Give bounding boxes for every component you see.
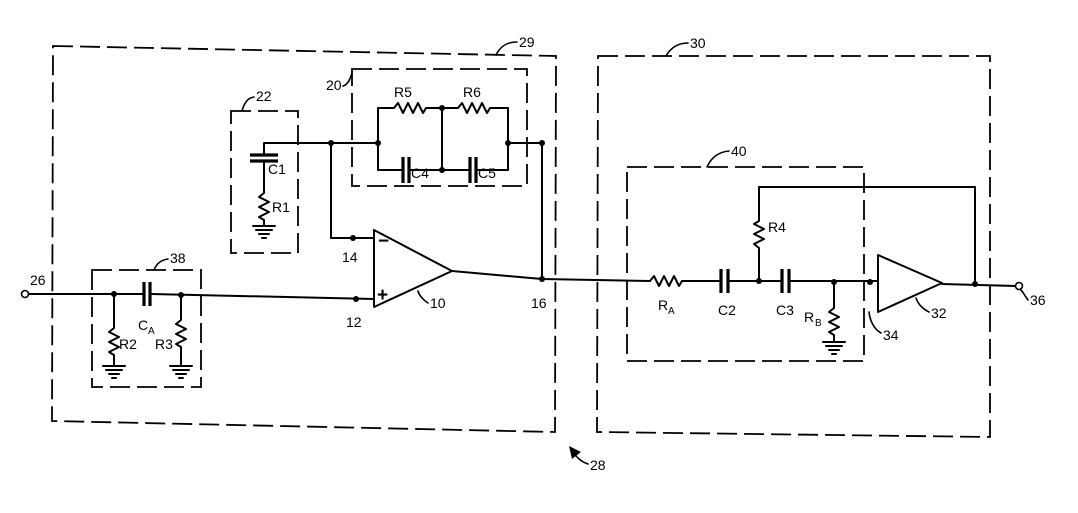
leader-30 bbox=[665, 42, 689, 57]
block-22-outline bbox=[230, 110, 299, 254]
label-rb: R bbox=[804, 309, 814, 325]
label-16: 16 bbox=[531, 295, 547, 311]
c5-capacitor bbox=[468, 157, 478, 183]
output-terminal[interactable] bbox=[1014, 281, 1024, 291]
c3-capacitor bbox=[780, 269, 791, 293]
label-r5: R5 bbox=[394, 84, 412, 100]
label-38: 38 bbox=[170, 250, 186, 266]
label-r3: R3 bbox=[155, 336, 173, 352]
plus-sign: + bbox=[377, 285, 388, 306]
node-14 bbox=[350, 235, 356, 241]
r3-resistor bbox=[175, 294, 187, 367]
r5-resistor bbox=[377, 102, 443, 114]
ground-r2-icon bbox=[102, 365, 126, 379]
block-30-outline bbox=[596, 55, 991, 438]
label-ca: C bbox=[138, 317, 148, 333]
input-wire-right bbox=[150, 293, 375, 300]
leader-10 bbox=[417, 290, 429, 304]
r4-resistor bbox=[753, 186, 765, 282]
c2-capacitor bbox=[719, 269, 730, 293]
leader-34 bbox=[868, 311, 882, 334]
label-c5: C5 bbox=[478, 165, 496, 181]
ground-r1-icon bbox=[252, 225, 276, 239]
op-amp-output-wire bbox=[451, 270, 651, 282]
output-wire bbox=[941, 283, 1017, 287]
label-14: 14 bbox=[342, 249, 358, 265]
label-28: 28 bbox=[590, 457, 606, 473]
node-12 bbox=[353, 296, 359, 302]
ra-resistor bbox=[649, 275, 720, 287]
label-34: 34 bbox=[883, 327, 899, 343]
block-20-outline bbox=[351, 68, 528, 187]
leader-32 bbox=[915, 297, 930, 313]
label-29: 29 bbox=[519, 34, 535, 50]
label-26: 26 bbox=[30, 272, 46, 288]
r4-feedback-wire bbox=[758, 186, 976, 285]
label-c2: C2 bbox=[718, 302, 736, 318]
r2-resistor bbox=[108, 293, 120, 367]
ca-capacitor bbox=[142, 282, 152, 306]
label-40: 40 bbox=[731, 143, 747, 159]
label-c1: C1 bbox=[268, 161, 286, 177]
leader-29 bbox=[495, 41, 518, 56]
label-r2: R2 bbox=[119, 336, 137, 352]
label-ra: R bbox=[658, 297, 668, 313]
block-29-outline bbox=[51, 45, 557, 433]
label-10: 10 bbox=[430, 295, 446, 311]
arrowhead-28 bbox=[569, 446, 581, 459]
node-34 bbox=[867, 279, 873, 285]
label-c4: C4 bbox=[411, 165, 429, 181]
label-c3: C3 bbox=[776, 302, 794, 318]
label-r6: R6 bbox=[463, 84, 481, 100]
node-fb-out bbox=[539, 140, 545, 146]
label-30: 30 bbox=[690, 35, 706, 51]
label-12: 12 bbox=[346, 314, 362, 330]
label-20: 20 bbox=[326, 77, 342, 93]
label-22: 22 bbox=[256, 88, 272, 104]
leader-38 bbox=[153, 258, 169, 271]
r6-resistor bbox=[441, 102, 509, 114]
rb-resistor bbox=[828, 281, 840, 343]
label-ra-sub: A bbox=[668, 306, 675, 317]
ground-rb-icon bbox=[822, 341, 846, 355]
block-38-outline bbox=[91, 269, 202, 388]
buffer-32 bbox=[877, 254, 943, 313]
leader-36 bbox=[1020, 289, 1029, 301]
label-36: 36 bbox=[1030, 292, 1046, 308]
fb-output-wire bbox=[507, 142, 543, 280]
node-output bbox=[972, 281, 978, 287]
node-16 bbox=[539, 276, 545, 282]
label-r4: R4 bbox=[768, 219, 786, 235]
leader-20 bbox=[342, 72, 353, 87]
minus-sign: − bbox=[378, 231, 389, 252]
label-ca-sub: A bbox=[148, 326, 155, 337]
leader-22 bbox=[241, 96, 255, 112]
input-terminal[interactable] bbox=[20, 289, 30, 299]
label-rb-sub: B bbox=[815, 318, 822, 329]
op-amp-10 bbox=[373, 229, 453, 308]
label-32: 32 bbox=[931, 305, 947, 321]
block-40-outline bbox=[626, 166, 865, 362]
leader-40 bbox=[706, 150, 730, 168]
minus-input-wire bbox=[330, 142, 375, 239]
ground-r3-icon bbox=[169, 365, 193, 379]
r1-resistor bbox=[258, 161, 270, 227]
c4-capacitor bbox=[401, 157, 411, 183]
c1-top-wire bbox=[263, 142, 332, 155]
label-r1: R1 bbox=[272, 199, 290, 215]
